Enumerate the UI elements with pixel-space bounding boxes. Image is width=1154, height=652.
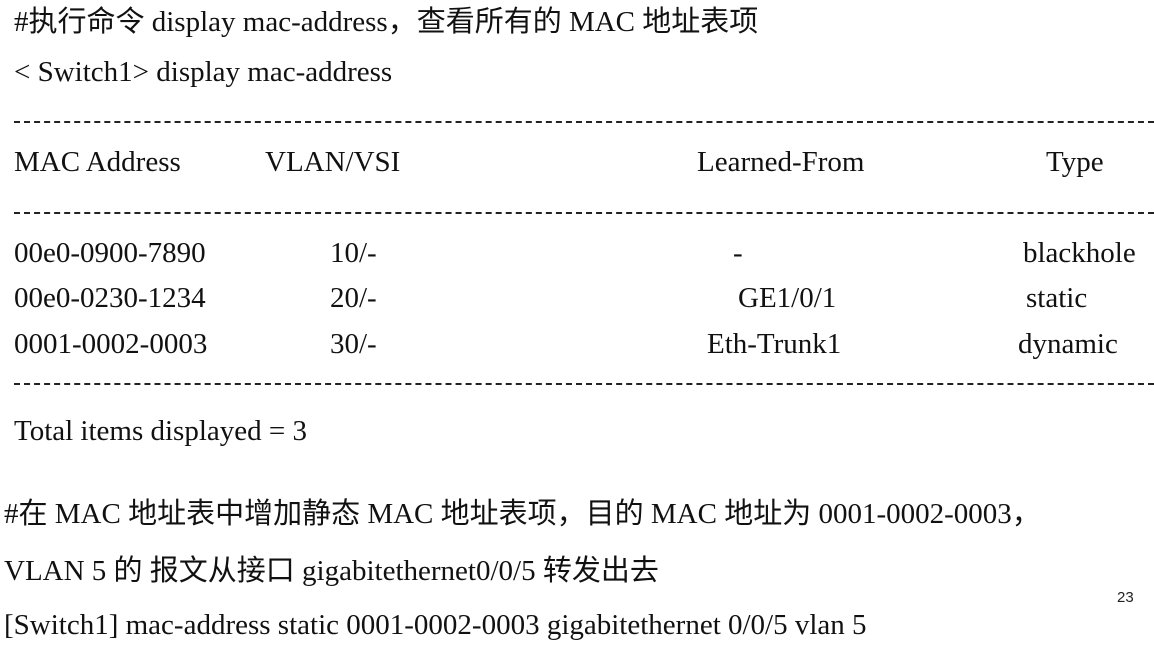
cell-learned-from: Eth-Trunk1 — [707, 328, 842, 360]
comment-display-mac: #执行命令 display mac-address，查看所有的 MAC 地址表项 — [14, 6, 759, 38]
command-display-mac: < Switch1> display mac-address — [14, 56, 393, 88]
header-mac-address: MAC Address — [14, 146, 181, 178]
page-number: 23 — [1117, 589, 1134, 606]
cell-learned-from: GE1/0/1 — [738, 282, 837, 314]
header-type: Type — [1046, 146, 1104, 178]
cell-vlan-vsi: 30/- — [330, 328, 377, 360]
comment-add-static-mac: #在 MAC 地址表中增加静态 MAC 地址表项，目的 MAC 地址为 0001… — [4, 498, 1041, 530]
cell-type: blackhole — [1023, 237, 1136, 269]
cell-type: dynamic — [1018, 328, 1118, 360]
cell-vlan-vsi: 10/- — [330, 237, 377, 269]
cell-mac-address: 0001-0002-0003 — [14, 328, 208, 360]
cell-learned-from: - — [733, 237, 743, 269]
command-add-static-mac: [Switch1] mac-address static 0001-0002-0… — [4, 609, 867, 641]
divider-bottom — [14, 383, 1154, 385]
header-learned-from: Learned-From — [697, 146, 865, 178]
cell-mac-address: 00e0-0900-7890 — [14, 237, 206, 269]
comment-add-static-mac-cont: VLAN 5 的 报文从接口 gigabitethernet0/0/5 转发出去 — [4, 555, 659, 587]
total-items: Total items displayed = 3 — [14, 415, 308, 447]
divider-top — [14, 121, 1154, 123]
header-vlan-vsi: VLAN/VSI — [265, 146, 401, 178]
cell-vlan-vsi: 20/- — [330, 282, 377, 314]
cell-mac-address: 00e0-0230-1234 — [14, 282, 206, 314]
divider-header — [14, 212, 1154, 214]
cell-type: static — [1026, 282, 1088, 314]
